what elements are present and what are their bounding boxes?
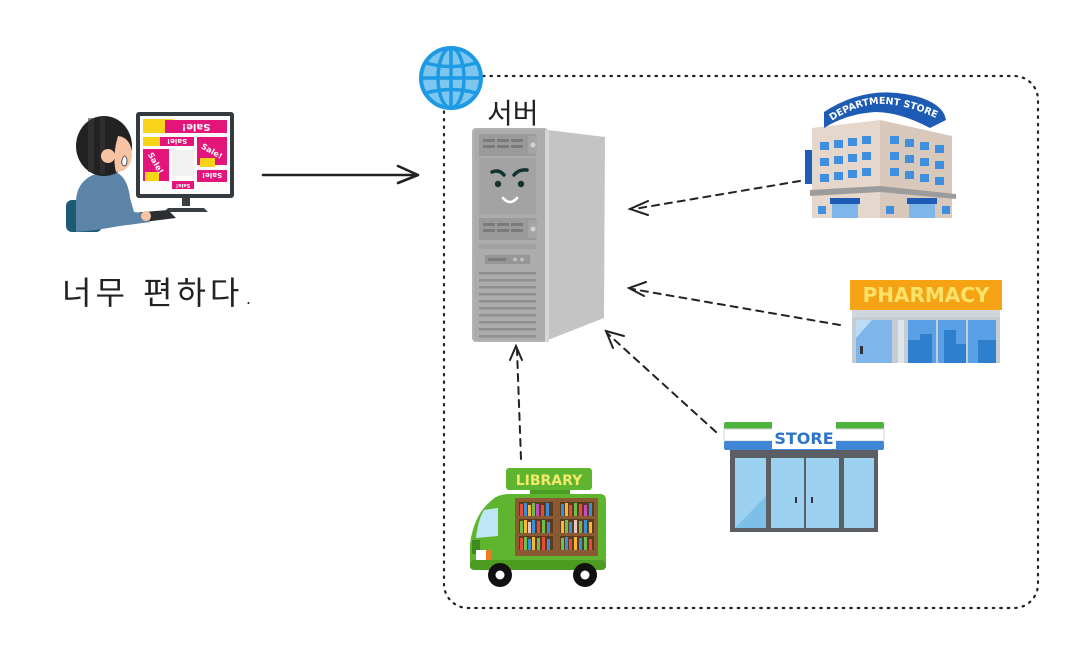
server-label: 서버 — [487, 97, 539, 130]
bus-wheel — [488, 563, 512, 587]
department-store-illustration: DEPARTMENT STORE — [805, 92, 956, 218]
ad-text: Sale! — [176, 182, 190, 188]
arrow-user-to-server — [261, 164, 420, 185]
bookshelf — [519, 502, 594, 550]
globe-icon — [419, 46, 483, 110]
ad-text: Sale! — [202, 171, 222, 179]
arrow-convenience-store-to-server — [604, 329, 717, 433]
arrow-pharmacy-to-server — [626, 281, 841, 326]
ad-text: Sale! — [167, 137, 187, 145]
server-vents — [479, 272, 536, 338]
monitor-icon: Sale! Sale! Sale! Sale! Sale! Sale! — [136, 112, 234, 212]
pharmacy-illustration: PHARMACY — [850, 280, 1002, 363]
convenience-store-illustration: STORE — [723, 421, 885, 532]
server-zone-boundary — [442, 74, 1040, 610]
user-caption: 너무 편하다. — [62, 274, 258, 312]
ad-text: Sale! — [182, 121, 211, 132]
arrow-department-store-to-server — [627, 180, 801, 216]
library-bus-illustration: LIBRARY — [470, 468, 606, 587]
library-sign: LIBRARY — [516, 473, 583, 489]
convenience-store-sign: STORE — [774, 429, 833, 448]
arrow-library-to-server — [509, 343, 523, 460]
server-tower-icon — [472, 128, 605, 342]
bus-wheel — [573, 563, 597, 587]
pharmacy-sign: PHARMACY — [863, 283, 990, 307]
user-at-computer-illustration: Sale! Sale! Sale! Sale! Sale! Sale! — [66, 112, 234, 232]
